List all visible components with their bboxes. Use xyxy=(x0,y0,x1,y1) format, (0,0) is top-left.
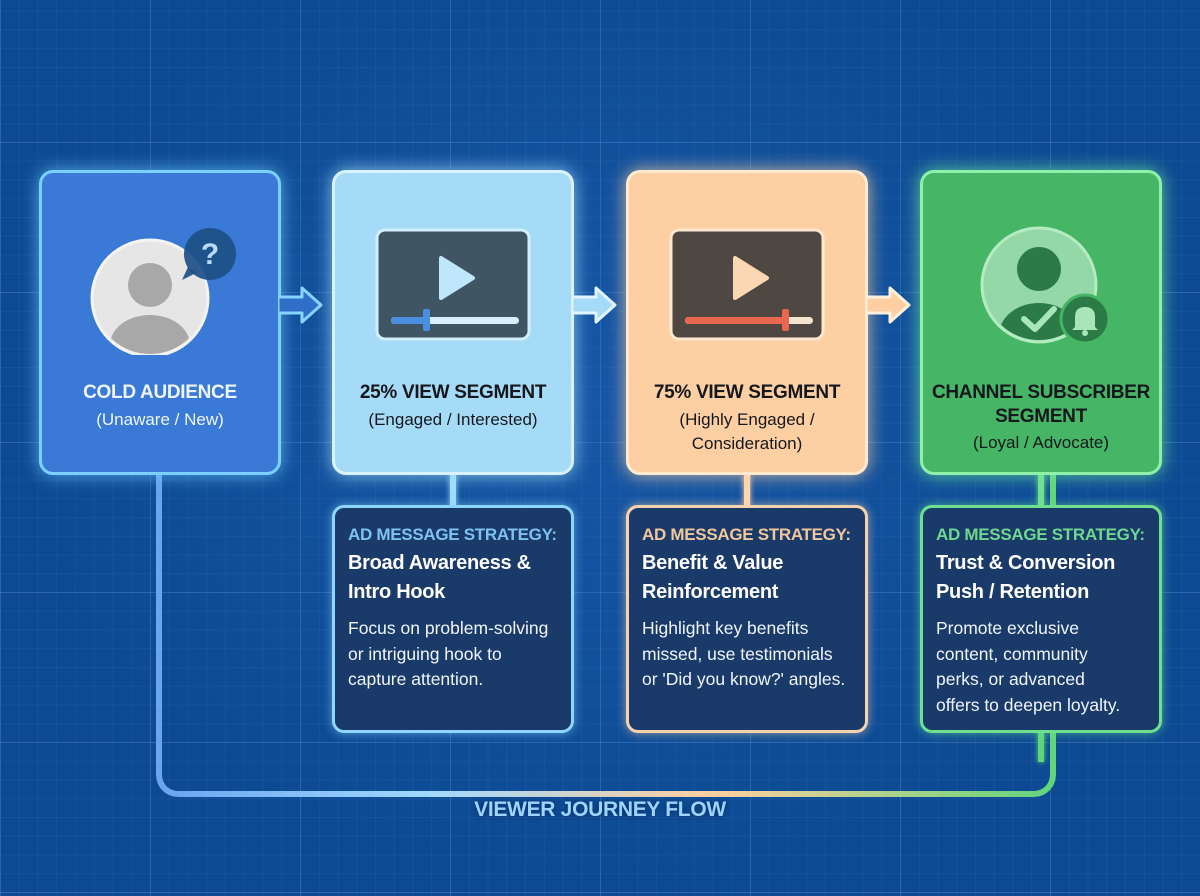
strategy-heading: Benefit & Value Reinforcement xyxy=(642,549,851,607)
strategy-body-line: Promote exclusive xyxy=(936,618,1079,638)
stage-card-75-view: 75% VIEW SEGMENT (Highly Engaged / Consi… xyxy=(626,170,868,475)
strategy-box-conversion: AD MESSAGE STRATEGY: Trust & Conversion … xyxy=(920,505,1162,733)
strategy-label: AD MESSAGE STRATEGY: xyxy=(348,525,557,544)
strategy-description: Focus on problem-solving or intriguing h… xyxy=(348,616,557,693)
stage-title: 25% VIEW SEGMENT xyxy=(359,382,547,403)
video-player-25-icon xyxy=(375,228,531,341)
strategy-heading-line1: Benefit & Value xyxy=(642,552,784,574)
stage-title-line2: SEGMENT xyxy=(995,406,1087,427)
stage-title: COLD AUDIENCE xyxy=(83,382,237,403)
video-player-75-icon xyxy=(669,228,825,341)
strategy-description: Highlight key benefits missed, use testi… xyxy=(642,616,851,693)
strategy-label: AD MESSAGE STRATEGY: xyxy=(936,525,1145,544)
svg-text:?: ? xyxy=(201,238,219,271)
connector-stage3 xyxy=(744,474,750,506)
strategy-body-line: Highlight key benefits xyxy=(642,618,809,638)
strategy-body-line: perks, or advanced xyxy=(936,669,1085,689)
strategy-heading-line2: Intro Hook xyxy=(348,581,445,603)
strategy-heading-line2: Reinforcement xyxy=(642,581,779,603)
strategy-body-line: missed, use testimonials xyxy=(642,643,833,664)
user-check-bell-icon xyxy=(980,226,1111,345)
strategy-body-line: Focus on problem-solving xyxy=(348,618,549,638)
strategy-heading-line1: Trust & Conversion xyxy=(936,552,1116,574)
stage-card-cold-audience: ? COLD AUDIENCE (Unaware / New) xyxy=(39,170,281,475)
strategy-body-line: or 'Did you know?' angles. xyxy=(642,669,846,689)
stage-title: 75% VIEW SEGMENT xyxy=(653,382,841,403)
stage-subtitle: (Engaged / Interested) xyxy=(368,410,538,429)
strategy-heading: Trust & Conversion Push / Retention xyxy=(936,549,1145,607)
stage-subtitle: (Loyal / Advocate) xyxy=(972,433,1110,452)
stage-subtitle-line1: (Highly Engaged / xyxy=(679,410,815,429)
connector-stage4-bottom xyxy=(1038,732,1044,762)
strategy-body-line: content, community xyxy=(936,643,1088,664)
strategy-label: AD MESSAGE STRATEGY: xyxy=(642,525,851,544)
stage-card-channel-subscriber: CHANNEL SUBSCRIBER SEGMENT (Loyal / Advo… xyxy=(920,170,1162,475)
strategy-description: Promote exclusive content, community per… xyxy=(936,616,1145,718)
strategy-body-line: or intriguing hook to xyxy=(348,643,502,664)
strategy-body-line: offers to deepen loyalty. xyxy=(936,694,1121,715)
stage-card-25-view: 25% VIEW SEGMENT (Engaged / Interested) xyxy=(332,170,574,475)
arrow-right-icon xyxy=(278,286,323,324)
strategy-heading: Broad Awareness & Intro Hook xyxy=(348,549,557,607)
connector-stage4 xyxy=(1038,474,1044,506)
viewer-journey-flow-label: VIEWER JOURNEY FLOW xyxy=(474,798,726,821)
arrow-right-icon xyxy=(866,286,911,324)
strategy-box-reinforcement: AD MESSAGE STRATEGY: Benefit & Value Rei… xyxy=(626,505,868,733)
strategy-body-line: capture attention. xyxy=(348,669,484,689)
stage-subtitle-line2: Consideration) xyxy=(691,434,803,453)
stage-subtitle: (Unaware / New) xyxy=(96,410,224,429)
strategy-box-awareness: AD MESSAGE STRATEGY: Broad Awareness & I… xyxy=(332,505,574,733)
connector-stage2 xyxy=(450,474,456,506)
strategy-heading-line2: Push / Retention xyxy=(936,581,1089,603)
user-question-icon: ? xyxy=(90,228,236,355)
arrow-right-icon xyxy=(572,286,617,324)
stage-title-line1: CHANNEL SUBSCRIBER xyxy=(931,382,1151,403)
strategy-heading-line1: Broad Awareness & xyxy=(348,552,531,574)
viewer-journey-flow-line xyxy=(156,475,1056,797)
